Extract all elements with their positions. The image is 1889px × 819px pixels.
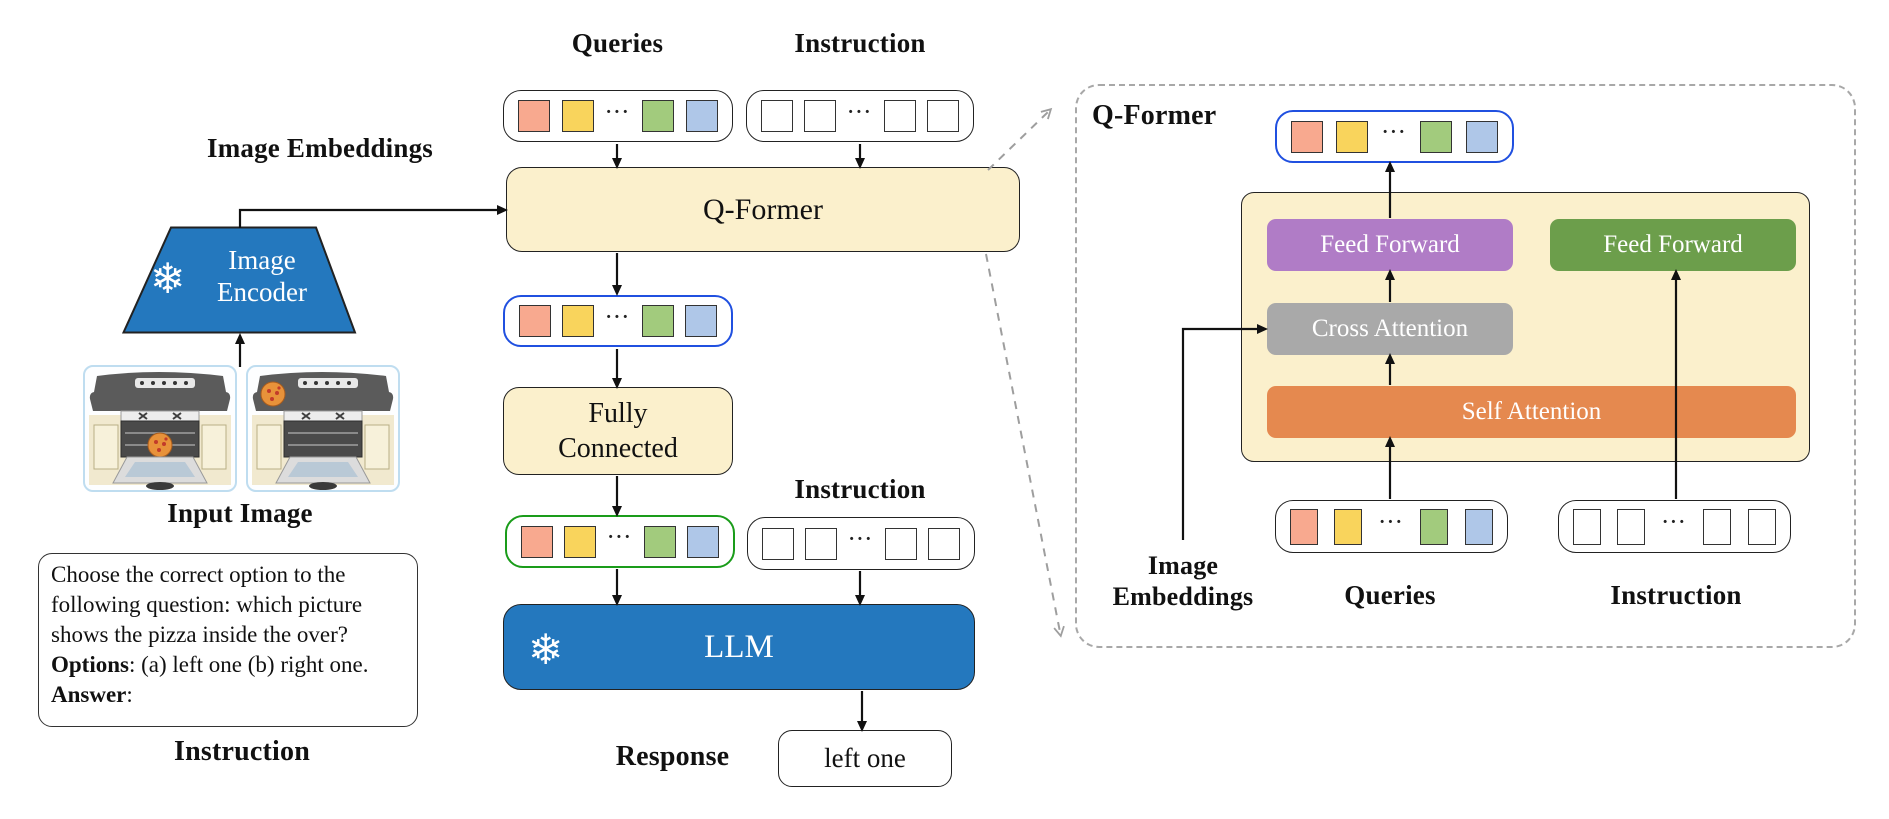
query-token	[686, 525, 719, 558]
instruction-caption: Instruction	[174, 736, 310, 767]
image-encoder-label-line2: Encoder	[217, 277, 307, 308]
feed-forward-left-box: Feed Forward	[1267, 219, 1513, 271]
instruction-label-top: Instruction	[794, 28, 926, 58]
llm-label: LLM	[704, 628, 774, 665]
projected-tokens: ···	[505, 515, 735, 568]
query-tokens-top: ···	[503, 90, 733, 142]
qformer-detail-panel	[1075, 84, 1856, 648]
fully-connected-line1: Fully	[588, 398, 648, 429]
query-token	[561, 100, 594, 132]
snowflake-icon: ❄	[528, 625, 564, 674]
prompt-options-text: : (a) left one (b) right one.	[128, 652, 369, 677]
instruction-token	[761, 100, 793, 132]
fully-connected-line2: Connected	[558, 433, 678, 464]
instruction-token	[927, 527, 960, 560]
image-encoder: ❄ Image Encoder	[121, 226, 357, 334]
query-token	[1291, 120, 1323, 153]
query-token	[519, 305, 551, 337]
query-token	[1464, 508, 1493, 545]
qformer-box: Q-Former	[506, 167, 1020, 252]
prompt-question: Choose the correct option to the followi…	[51, 562, 363, 647]
kitchen-image-right	[246, 365, 400, 497]
query-token	[1336, 120, 1369, 153]
qformer-box-label: Q-Former	[703, 192, 823, 226]
instruction-token	[883, 100, 916, 132]
panel-image-embeddings-line1: Image	[1147, 551, 1219, 580]
ellipsis: ···	[605, 101, 631, 123]
instruction-token	[805, 527, 838, 560]
feed-forward-right-label: Feed Forward	[1603, 231, 1743, 258]
panel-instruction-label: Instruction	[1610, 580, 1742, 610]
query-token	[1420, 508, 1449, 545]
prompt-answer-label: Answer	[51, 682, 127, 707]
qformer-panel-title: Q-Former	[1092, 100, 1217, 131]
query-output-tokens: ···	[503, 295, 733, 347]
ellipsis: ···	[607, 527, 633, 548]
ellipsis: ···	[605, 306, 631, 328]
panel-queries-label: Queries	[1344, 580, 1436, 610]
self-attention-box: Self Attention	[1267, 386, 1796, 438]
ellipsis: ···	[1378, 512, 1404, 533]
response-label: Response	[615, 741, 730, 772]
query-token	[562, 305, 595, 337]
prompt-answer-text: :	[126, 682, 133, 707]
instruction-tokens-mid: ···	[747, 517, 975, 570]
self-attention-label: Self Attention	[1461, 398, 1602, 425]
queries-label-top: Queries	[571, 28, 664, 58]
input-image-label: Input Image	[167, 498, 313, 528]
instruction-tokens-top: ···	[746, 90, 974, 142]
query-token	[1290, 508, 1318, 545]
query-token	[685, 100, 718, 132]
ellipsis: ···	[847, 101, 873, 123]
panel-instruction-tokens: ···	[1558, 500, 1791, 553]
instruction-token	[884, 527, 917, 560]
query-token	[564, 525, 597, 558]
prompt-options-label: Options	[51, 652, 129, 677]
query-token	[641, 305, 674, 337]
fully-connected-box: Fully Connected	[503, 387, 733, 475]
cross-attention-box: Cross Attention	[1267, 303, 1513, 355]
query-token	[642, 100, 675, 132]
instruction-token	[1573, 508, 1601, 545]
panel-query-tokens: ···	[1275, 500, 1508, 553]
ellipsis: ···	[848, 529, 874, 550]
image-embeddings-label: Image Embeddings	[207, 133, 433, 163]
instruction-token	[1617, 508, 1646, 545]
cross-attention-label: Cross Attention	[1311, 315, 1469, 342]
instruction-label-mid: Instruction	[794, 474, 926, 504]
query-token	[518, 100, 550, 132]
query-token	[1465, 120, 1498, 153]
panel-query-output-tokens: ···	[1275, 110, 1514, 163]
instruction-token	[804, 100, 837, 132]
ellipsis: ···	[1661, 512, 1687, 533]
query-token	[1334, 508, 1363, 545]
response-text: left one	[824, 743, 906, 773]
snowflake-icon: ❄	[150, 254, 186, 303]
query-token	[1420, 120, 1453, 153]
panel-image-embeddings-label: Image Embeddings	[1083, 550, 1283, 612]
feed-forward-right-box: Feed Forward	[1550, 219, 1796, 271]
response-box: left one	[778, 730, 952, 787]
instruction-token	[926, 100, 959, 132]
kitchen-image-left	[83, 365, 237, 497]
ellipsis: ···	[1381, 122, 1407, 143]
query-token	[684, 305, 717, 337]
instruction-token	[1703, 508, 1732, 545]
instruction-prompt-box: Choose the correct option to the followi…	[38, 553, 418, 727]
panel-image-embeddings-line2: Embeddings	[1112, 582, 1254, 611]
image-encoder-label-line1: Image	[228, 245, 296, 275]
query-token	[521, 525, 553, 558]
feed-forward-left-label: Feed Forward	[1320, 231, 1460, 258]
instruction-token	[1747, 508, 1776, 545]
query-token	[643, 525, 676, 558]
llm-box: ❄ LLM	[503, 604, 975, 690]
instruction-token	[762, 527, 794, 560]
